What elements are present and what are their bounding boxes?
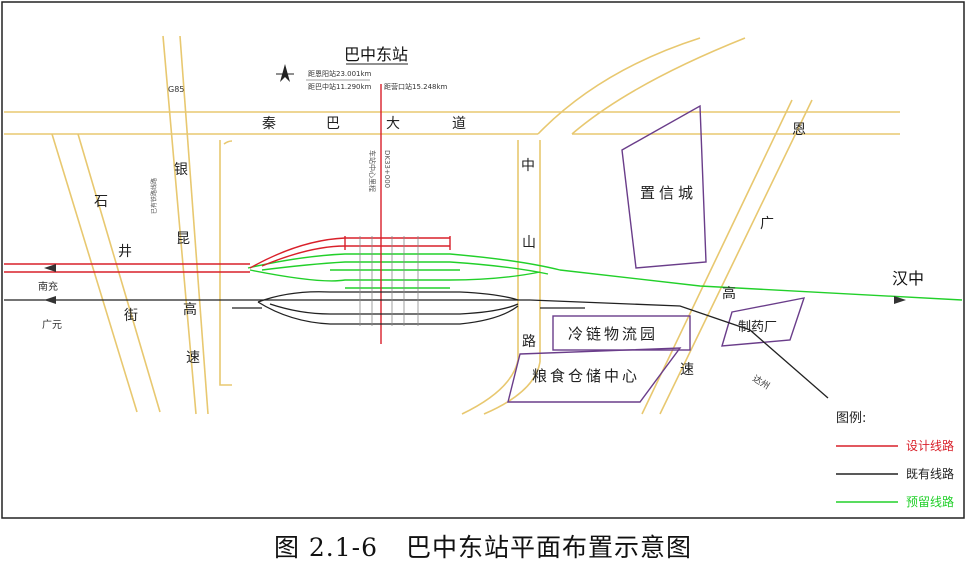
direction-arrows <box>44 264 906 304</box>
centerline-label-1: 车站中心里程 <box>368 150 377 192</box>
zone-zhixin <box>621 104 707 269</box>
diagram-frame: 巴中东站 距恩阳站23.001km 距巴中站11.290km 距营口站15.24… <box>1 1 965 519</box>
station-layout-diagram: 巴中东站 距恩阳站23.001km 距巴中站11.290km 距营口站15.24… <box>1 1 965 519</box>
yinkun-char-1: 银 <box>174 162 188 178</box>
shijing-char-3: 街 <box>124 308 138 324</box>
caption-number: 图 2.1-6 <box>273 533 379 562</box>
distance-left-1: 距恩阳站23.001km <box>308 69 372 78</box>
enguang-char-2: 广 <box>760 216 774 232</box>
zhiyao-label: 制药厂 <box>738 320 777 335</box>
zhixin-label: 置信城 <box>640 184 697 202</box>
lenglian-label: 冷链物流园 <box>568 325 658 343</box>
figure-caption: 图 2.1-6 巴中东站平面布置示意图 <box>0 528 966 564</box>
yinkun-char-3: 高 <box>183 301 197 318</box>
nanchong-label: 南充 <box>38 280 58 293</box>
qinba-char-4: 道 <box>452 116 466 132</box>
yinkun-char-4: 速 <box>186 350 200 366</box>
shijing-char-1: 石 <box>94 194 108 210</box>
north-compass-icon <box>276 64 294 82</box>
distance-left-2: 距巴中站11.290km <box>308 82 372 91</box>
enguang-char-3: 高 <box>722 285 736 302</box>
caption-title: 巴中东站平面布置示意图 <box>406 533 693 562</box>
distance-right: 距营口站15.248km <box>384 82 448 91</box>
g85-label: G85 <box>168 85 184 94</box>
qinba-char-1: 秦 <box>262 116 276 132</box>
yinkun-char-2: 昆 <box>176 231 190 247</box>
diagram-border <box>1 1 965 519</box>
centerline-label-2: DK33+000 <box>383 150 391 188</box>
shijing-char-2: 井 <box>118 244 132 260</box>
guangyuan-label: 广元 <box>42 319 62 331</box>
legend: 图例: 设计线路 既有线路 预留线路 <box>836 411 954 509</box>
qinba-char-3: 大 <box>386 116 400 132</box>
zhongshan-char-3: 路 <box>522 334 536 350</box>
legend-designed-label: 设计线路 <box>906 438 954 453</box>
liangshi-label: 粮食仓储中心 <box>532 367 640 385</box>
designed-lines <box>4 84 451 344</box>
hanzhong-label: 汉中 <box>892 269 924 288</box>
zhongshan-char-1: 中 <box>521 158 535 174</box>
qinba-char-2: 巴 <box>326 116 340 132</box>
legend-reserved-label: 预留线路 <box>906 494 954 509</box>
legend-title: 图例: <box>836 411 866 426</box>
reserved-lines <box>247 253 963 301</box>
west-track-note: 已有铁路线路 <box>150 178 158 214</box>
zone-liangshi <box>507 347 682 403</box>
zhongshan-char-2: 山 <box>522 235 536 251</box>
zone-zhiyao <box>721 297 806 347</box>
enguang-char-1: 恩 <box>792 122 806 138</box>
enguang-char-4: 速 <box>680 362 694 378</box>
station-name: 巴中东站 <box>344 45 408 64</box>
existing-lines <box>4 291 829 399</box>
platform-ties <box>359 236 419 326</box>
dazhou-label: 达州 <box>750 372 772 392</box>
legend-existing-label: 既有线路 <box>906 466 954 481</box>
